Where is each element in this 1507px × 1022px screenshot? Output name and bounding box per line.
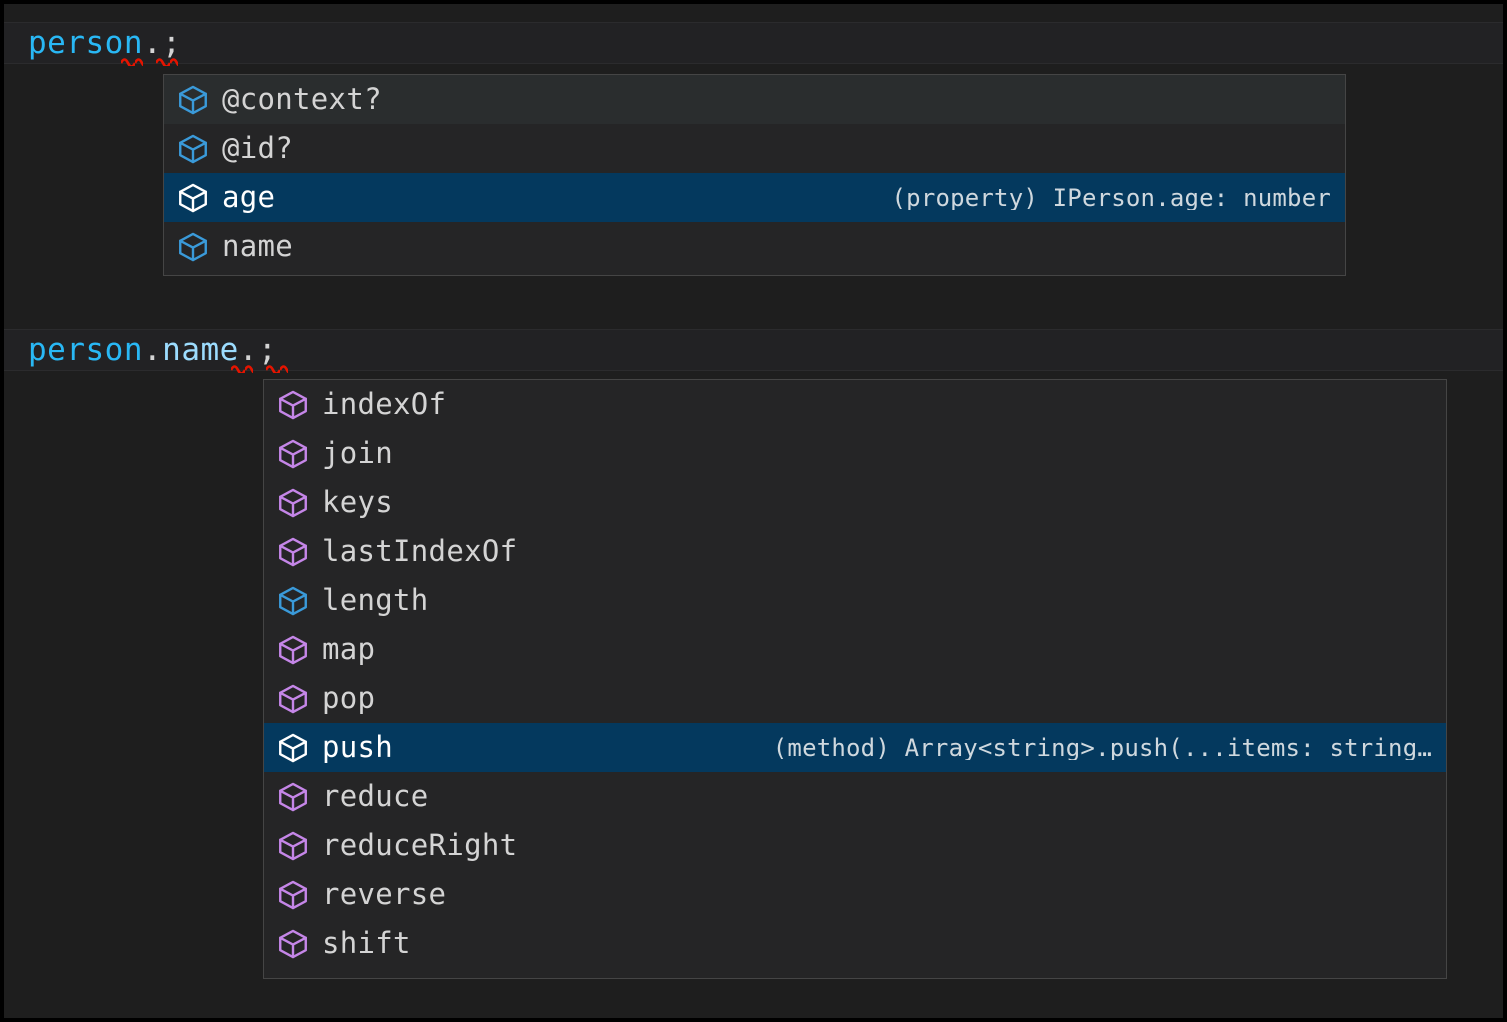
property-cube-icon [279,586,307,615]
suggest-item-label: length [322,583,429,617]
suggest-item-label: @context? [222,82,382,116]
suggest-item-detail: (property) IPerson.age: number [891,185,1331,210]
suggest-item-reduce[interactable]: reduce [264,772,1446,821]
suggest-item-label: name [222,229,294,263]
code-token-punctuation: . [142,24,163,61]
method-cube-icon [279,733,307,762]
property-cube-icon [179,85,207,114]
suggest-item-lastindexof[interactable]: lastIndexOf [264,527,1446,576]
suggest-item-label: shift [322,926,411,960]
suggest-item-label: reduceRight [322,828,518,862]
suggest-widget-person[interactable]: @context? @id? age (property) IPerson.age: … [163,74,1346,276]
suggest-item-reverse[interactable]: reverse [264,870,1446,919]
property-cube-icon [179,134,207,163]
property-cube-icon [179,183,207,212]
method-cube-icon [279,684,307,713]
error-squiggle-line1-dot [121,56,143,66]
code-editor: person.; @context? @id? age (property) IPer… [4,4,1503,1018]
error-squiggle-line1-semicolon [156,56,178,66]
code-token-punctuation: . [142,331,163,368]
method-cube-icon [279,390,307,419]
suggest-item-label: indexOf [322,387,447,421]
method-cube-icon [279,831,307,860]
code-token-variable: person [28,24,143,61]
suggest-item-context[interactable]: @context? [164,75,1345,124]
suggest-item-label: map [322,632,376,666]
method-cube-icon [279,537,307,566]
method-cube-icon [279,439,307,468]
code-line-1-text: person.; [4,24,182,61]
suggest-item-id[interactable]: @id? [164,124,1345,173]
suggest-item-detail: (method) Array<string>.push(...items: st… [772,735,1432,760]
code-line-2-text: person.name.; [4,331,278,368]
suggest-item-push[interactable]: push (method) Array<string>.push(...items… [264,723,1446,772]
suggest-item-label: reverse [322,877,447,911]
suggest-item-length[interactable]: length [264,576,1446,625]
method-cube-icon [279,488,307,517]
suggest-item-map[interactable]: map [264,625,1446,674]
property-cube-icon [179,232,207,261]
suggest-item-pop[interactable]: pop [264,674,1446,723]
code-token-punctuation: . [238,331,258,368]
suggest-item-label: keys [322,485,394,519]
method-cube-icon [279,929,307,958]
suggest-item-age[interactable]: age (property) IPerson.age: number [164,173,1345,222]
code-token-property: name [162,331,239,368]
suggest-item-label: @id? [222,131,294,165]
code-token-variable: person [28,331,143,368]
suggest-item-shift[interactable]: shift [264,919,1446,968]
suggest-item-reduceright[interactable]: reduceRight [264,821,1446,870]
suggest-widget-name[interactable]: indexOf join keys lastIndexOf length map pop pu… [263,379,1447,979]
code-token-punctuation: ; [162,24,182,61]
method-cube-icon [279,880,307,909]
code-line-1[interactable]: person.; [4,22,1503,64]
suggest-item-join[interactable]: join [264,429,1446,478]
suggest-item-label: pop [322,681,376,715]
error-squiggle-line2-dot [231,363,253,373]
suggest-item-name[interactable]: name [164,222,1345,271]
method-cube-icon [279,635,307,664]
method-cube-icon [279,782,307,811]
suggest-item-label: push [322,730,394,764]
suggest-item-label: reduce [322,779,429,813]
suggest-item-indexof[interactable]: indexOf [264,380,1446,429]
suggest-item-label: lastIndexOf [322,534,518,568]
error-squiggle-line2-semicolon [266,363,288,373]
suggest-item-keys[interactable]: keys [264,478,1446,527]
suggest-item-label: join [322,436,394,470]
code-line-2[interactable]: person.name.; [4,329,1503,371]
suggest-item-label: age [222,180,276,214]
code-token-punctuation: ; [257,331,278,368]
